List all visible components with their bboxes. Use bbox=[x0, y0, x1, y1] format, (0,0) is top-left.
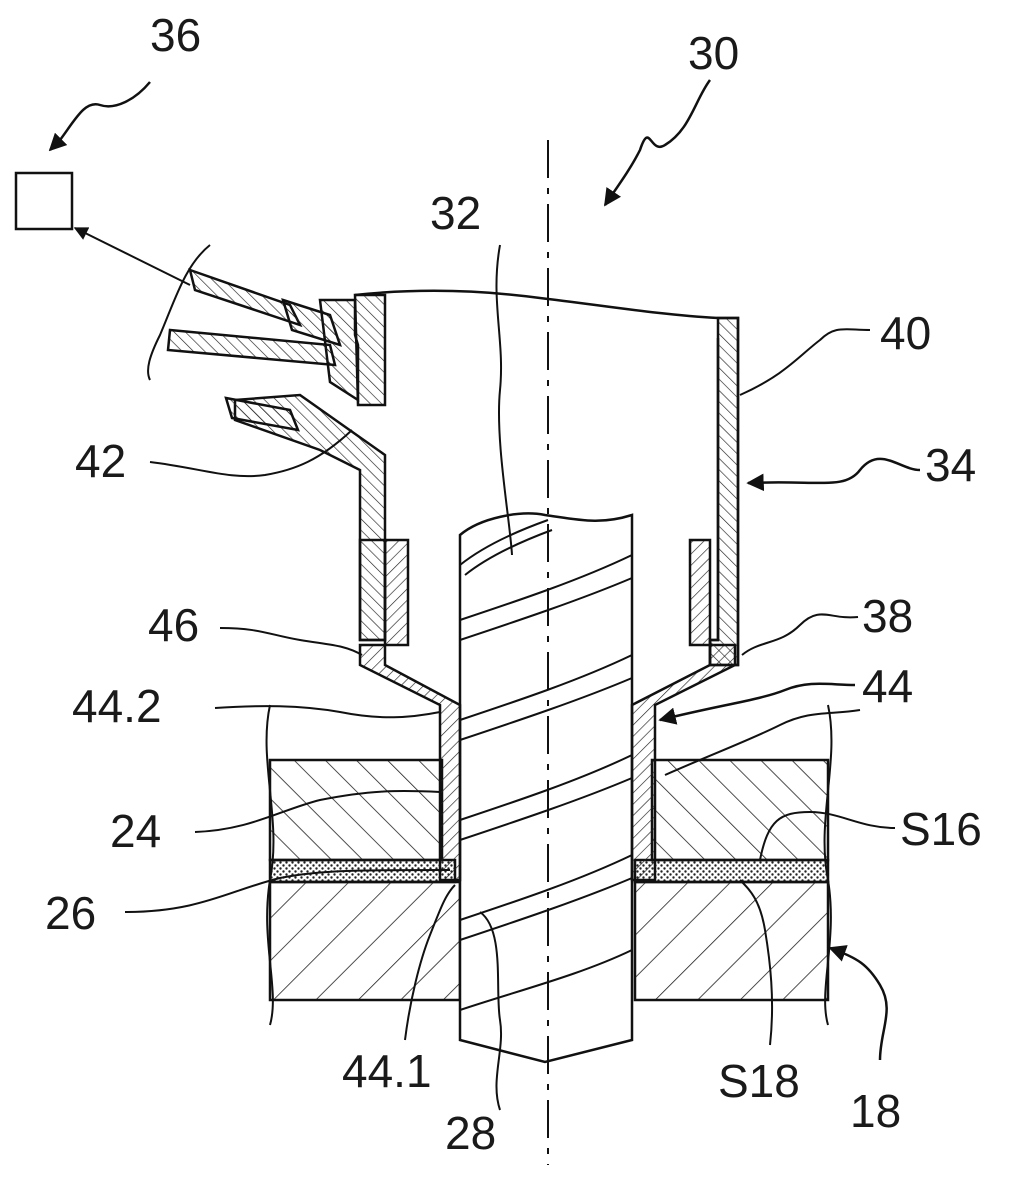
ref-40: 40 bbox=[880, 307, 932, 359]
outlet-tube-42 bbox=[147, 244, 342, 432]
ref-S16: S16 bbox=[900, 803, 982, 855]
ref-44-2: 44.2 bbox=[72, 680, 162, 732]
device-36-box bbox=[14, 171, 74, 231]
ref-26: 26 bbox=[45, 887, 97, 939]
ref-44: 44 bbox=[862, 660, 914, 712]
ref-36: 36 bbox=[150, 9, 202, 61]
ref-18: 18 bbox=[850, 1085, 902, 1137]
ref-24: 24 bbox=[110, 805, 162, 857]
ref-38: 38 bbox=[862, 590, 914, 642]
ref-34: 34 bbox=[925, 439, 977, 491]
ref-32: 32 bbox=[430, 187, 482, 239]
layer-24-upper bbox=[268, 758, 830, 862]
ref-30: 30 bbox=[688, 27, 740, 79]
ref-46: 46 bbox=[148, 599, 200, 651]
ref-42: 42 bbox=[75, 435, 127, 487]
ref-44-1: 44.1 bbox=[342, 1045, 432, 1097]
drill-bit-28 bbox=[458, 512, 634, 1064]
ref-28: 28 bbox=[445, 1107, 497, 1159]
housing-40 bbox=[233, 289, 740, 667]
layer-18-lower bbox=[268, 880, 830, 1002]
ref-S18: S18 bbox=[718, 1055, 800, 1107]
